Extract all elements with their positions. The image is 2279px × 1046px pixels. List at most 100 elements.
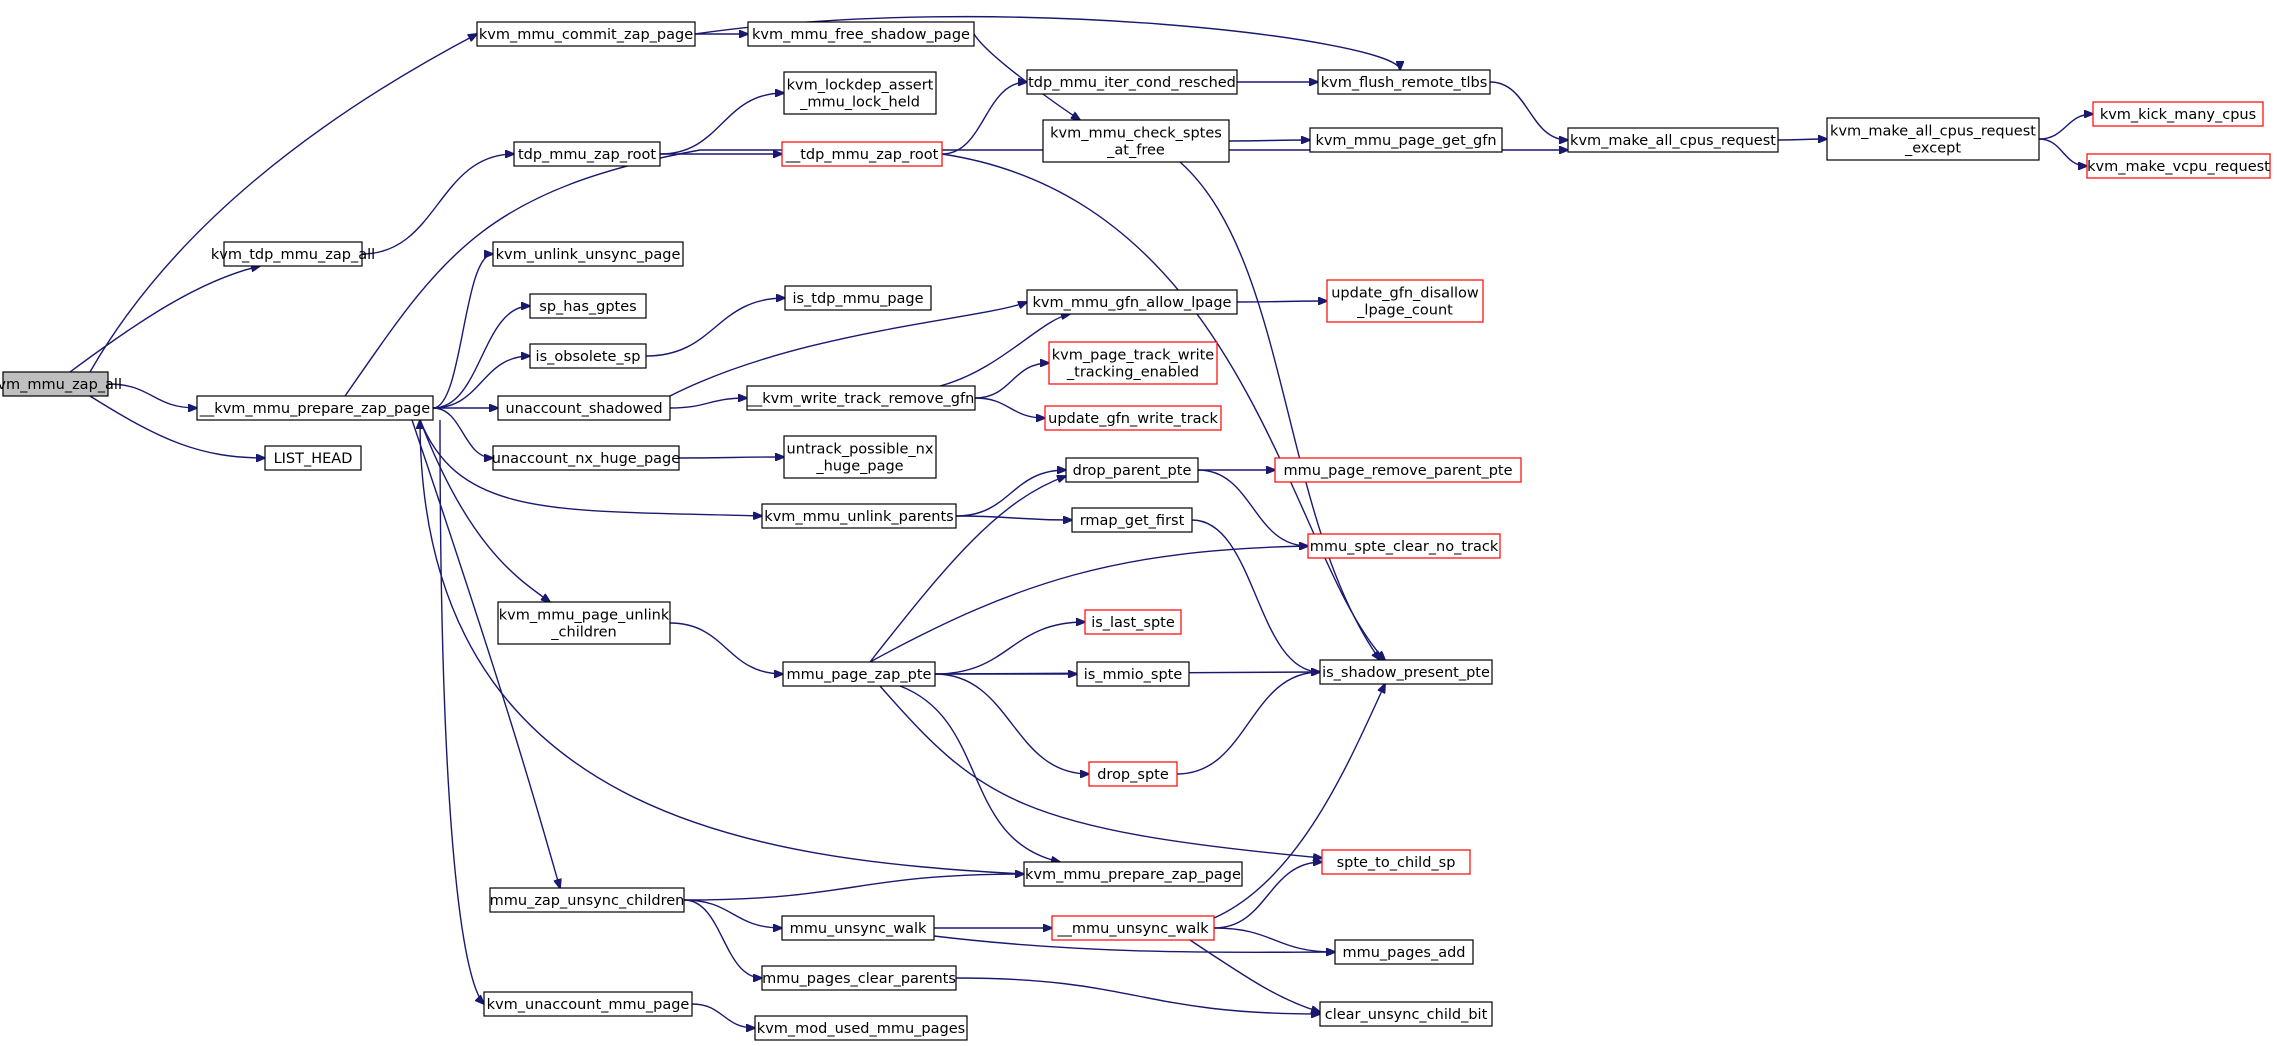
graph-node-tdp-mmu-zap-root[interactable]: __tdp_mmu_zap_root (781, 141, 943, 167)
node-box (1084, 609, 1182, 635)
node-label: is_mmio_spte (1084, 667, 1183, 683)
graph-node-mmu-page-zap-pte[interactable]: mmu_page_zap_pte (782, 661, 936, 687)
node-box (1065, 457, 1199, 483)
node-box (1088, 761, 1178, 787)
edge-n9-to-n10 (1228, 140, 1310, 141)
edge-n43-to-n45 (933, 935, 1335, 952)
edge-n13-to-n8 (941, 82, 1027, 155)
node-box (1048, 341, 1218, 385)
graph-node-kvm-mmu-commit-zap-page[interactable]: kvm_mmu_commit_zap_page (476, 21, 696, 47)
node-label: _mmu_lock_held (799, 95, 920, 111)
node-box (492, 445, 680, 471)
node-box (2086, 153, 2271, 179)
graph-node-is-mmio-spte[interactable]: is_mmio_spte (1076, 661, 1190, 687)
graph-node-kvm-mmu-page-unlink-children[interactable]: kvm_mmu_page_unlink_children (497, 601, 671, 645)
graph-node-kvm-unaccount-mmu-page[interactable]: kvm_unaccount_mmu_page (483, 991, 693, 1017)
graph-node-kvm-mmu-free-shadow-page[interactable]: kvm_mmu_free_shadow_page (747, 21, 975, 47)
graph-node-spte-to-child-sp[interactable]: spte_to_child_sp (1321, 849, 1471, 875)
graph-node-clear-unsync-child-bit[interactable]: clear_unsync_child_bit (1319, 1001, 1493, 1027)
graph-node-mmu-spte-clear-no-track[interactable]: mmu_spte_clear_no_track (1307, 533, 1501, 559)
graph-node-unaccount-shadowed[interactable]: unaccount_shadowed (497, 395, 671, 421)
graph-node-is-tdp-mmu-page[interactable]: is_tdp_mmu_page (784, 285, 932, 311)
graph-node-kvm-kick-many-cpus[interactable]: kvm_kick_many_cpus (2092, 101, 2264, 127)
edge-n36-to-n40 (879, 685, 1322, 858)
node-label: kvm_make_all_cpus_request (1830, 124, 2036, 140)
graph-node-kvm-mmu-prepare-zap-page[interactable]: kvm_mmu_prepare_zap_page (1023, 861, 1243, 887)
node-label: tdp_mmu_iter_cond_resched (1028, 75, 1236, 91)
node-label: _children (550, 625, 616, 641)
graph-node-kvm-flush-remote-tlbs[interactable]: kvm_flush_remote_tlbs (1317, 69, 1491, 95)
node-box (513, 141, 661, 167)
node-box (476, 21, 696, 47)
graph-node-unaccount-nx-huge-page[interactable]: unaccount_nx_huge_page (492, 445, 680, 471)
edge-n22-to-n16 (432, 306, 530, 409)
graph-node-kvm-mod-used-mmu-pages[interactable]: kvm_mod_used_mmu_pages (754, 1015, 968, 1041)
edge-n0-to-n1 (89, 34, 477, 373)
node-label: kvm_lockdep_assert (787, 78, 934, 94)
node-label: kvm_mmu_page_unlink (499, 608, 670, 624)
graph-node-rmap-get-first[interactable]: rmap_get_first (1071, 507, 1193, 533)
graph-node-kvm-unlink-unsync-page[interactable]: kvm_unlink_unsync_page (492, 241, 684, 267)
edge-n44-to-n47 (1189, 939, 1320, 1012)
graph-node-list-head[interactable]: LIST_HEAD (264, 445, 362, 471)
graph-node-mmu-unsync-walk[interactable]: __mmu_unsync_walk (1051, 915, 1215, 941)
node-label: mmu_pages_add (1342, 945, 1465, 961)
graph-node-mmu-page-remove-parent-pte[interactable]: mmu_page_remove_parent_pte (1274, 457, 1522, 483)
graph-node-update-gfn-write-track[interactable]: update_gfn_write_track (1044, 405, 1222, 431)
node-box (761, 503, 957, 529)
node-label: __tdp_mmu_zap_root (785, 147, 939, 163)
graph-node-is-last-spte[interactable]: is_last_spte (1084, 609, 1182, 635)
graph-node-kvm-make-all-cpus-request[interactable]: kvm_make_all_cpus_request (1567, 127, 1779, 153)
edge-n36-to-n41 (899, 685, 1060, 862)
graph-node-kvm-mmu-page-get-gfn[interactable]: kvm_mmu_page_get_gfn (1309, 127, 1503, 153)
graph-node-kvm-make-vcpu-request[interactable]: kvm_make_vcpu_request (2086, 153, 2271, 179)
node-label: spte_to_child_sp (1337, 855, 1456, 871)
node-box (492, 241, 684, 267)
graph-node-mmu-pages-add[interactable]: mmu_pages_add (1334, 939, 1474, 965)
edge-n18-to-n17 (645, 298, 785, 357)
graph-node-is-shadow-present-pte[interactable]: is_shadow_present_pte (1319, 659, 1493, 685)
edge-n22-to-n48 (439, 419, 484, 1004)
node-box (1567, 127, 1779, 153)
graph-node-kvm-mmu-unlink-parents[interactable]: kvm_mmu_unlink_parents (761, 503, 957, 529)
graph-node-update-gfn-disallow-lpage-count[interactable]: update_gfn_disallow_lpage_count (1326, 279, 1484, 323)
node-box (264, 445, 362, 471)
node-label: kvm_mmu_gfn_allow_lpage (1033, 295, 1232, 311)
node-label: unaccount_shadowed (505, 401, 662, 417)
graph-node-kvm-lockdep-assert-mmu-lock-held[interactable]: kvm_lockdep_assert_mmu_lock_held (783, 71, 937, 115)
node-box (1826, 117, 2040, 161)
edge-n31-to-n32 (955, 515, 1072, 520)
graph-node-kvm-tdp-mmu-zap-all[interactable]: kvm_tdp_mmu_zap_all (211, 241, 375, 267)
graph-node-untrack-possible-nx-huge-page[interactable]: untrack_possible_nx_huge_page (783, 435, 937, 479)
node-label: __kvm_mmu_prepare_zap_page (199, 401, 430, 417)
node-label: unaccount_nx_huge_page (492, 451, 680, 467)
graph-node-kvm-mmu-prepare-zap-page[interactable]: __kvm_mmu_prepare_zap_page (196, 395, 434, 421)
graph-node-mmu-unsync-walk[interactable]: mmu_unsync_walk (781, 915, 935, 941)
edge-n22-to-n27 (432, 407, 493, 458)
graph-node-kvm-mmu-gfn-allow-lpage[interactable]: kvm_mmu_gfn_allow_lpage (1026, 289, 1238, 315)
graph-node-tdp-mmu-iter-cond-resched[interactable]: tdp_mmu_iter_cond_resched (1026, 69, 1238, 95)
node-box (1309, 127, 1503, 153)
graph-node-kvm-make-all-cpus-request-except[interactable]: kvm_make_all_cpus_request_except (1826, 117, 2040, 161)
node-label: kvm_tdp_mmu_zap_all (211, 247, 375, 263)
graph-node-kvm-write-track-remove-gfn[interactable]: __kvm_write_track_remove_gfn (746, 385, 976, 411)
graph-node-drop-spte[interactable]: drop_spte (1088, 761, 1178, 787)
graph-node-tdp-mmu-zap-root[interactable]: tdp_mmu_zap_root (513, 141, 661, 167)
graph-node-mmu-pages-clear-parents[interactable]: mmu_pages_clear_parents (761, 965, 957, 991)
graph-node-is-obsolete-sp[interactable]: is_obsolete_sp (529, 343, 647, 369)
graph-node-mmu-zap-unsync-children[interactable]: mmu_zap_unsync_children (489, 887, 685, 913)
node-label: is_obsolete_sp (536, 349, 641, 365)
node-label: update_gfn_write_track (1048, 411, 1218, 427)
node-label: kvm_mod_used_mmu_pages (757, 1021, 965, 1037)
graph-node-kvm-mmu-check-sptes-at-free[interactable]: kvm_mmu_check_sptes_at_free (1042, 119, 1230, 163)
edge-n41-to-n22 (420, 420, 1025, 875)
graph-node-kvm-page-track-write-tracking-enabled[interactable]: kvm_page_track_write_tracking_enabled (1048, 341, 1218, 385)
edge-n0-to-n26 (89, 395, 265, 458)
node-label: sp_has_gptes (539, 299, 636, 315)
graph-node-sp-has-gptes[interactable]: sp_has_gptes (529, 293, 647, 319)
graph-node-kvm-mmu-zap-all[interactable]: kvm_mmu_zap_all (0, 371, 122, 397)
graph-node-drop-parent-pte[interactable]: drop_parent_pte (1065, 457, 1199, 483)
node-label: _at_free (1106, 143, 1165, 159)
node-label: _huge_page (815, 459, 903, 475)
